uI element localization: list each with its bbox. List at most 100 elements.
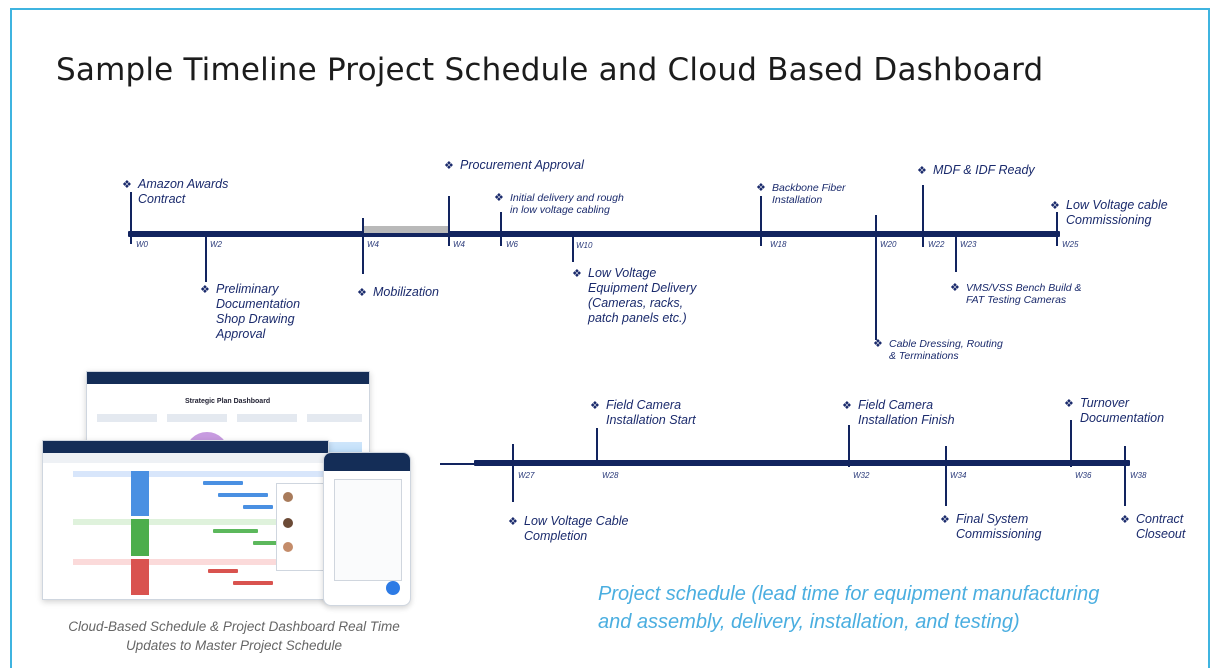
gantt-bar [233, 581, 273, 585]
tick [130, 192, 132, 244]
gantt-topbar [43, 441, 328, 453]
diamond-bullet-icon: ❖ [357, 287, 367, 299]
week-label: W23 [960, 240, 977, 249]
week-label: W6 [506, 240, 518, 249]
tick [1124, 446, 1126, 506]
diamond-bullet-icon: ❖ [1120, 514, 1130, 526]
week-label: W28 [602, 471, 619, 480]
tick [1070, 420, 1072, 467]
dashboard-widget [307, 414, 362, 422]
tick [922, 185, 924, 247]
milestone-initial-delivery: ❖Initial delivery and rough in low volta… [494, 192, 624, 216]
avatar [283, 542, 293, 552]
timeline-bottom-lead [440, 463, 474, 465]
week-label: W38 [1130, 471, 1147, 480]
week-label: W4 [453, 240, 465, 249]
milestone-lv-equipment-delivery: ❖Low Voltage Equipment Delivery (Cameras… [572, 266, 697, 325]
gantt-bar [213, 529, 258, 533]
mobilization-span [362, 226, 448, 233]
diamond-bullet-icon: ❖ [508, 516, 518, 528]
milestone-field-camera-start: ❖Field Camera Installation Start [590, 398, 696, 427]
tick [848, 425, 850, 467]
gantt-group-row [73, 559, 323, 565]
milestone-vms-bench-build: ❖VMS/VSS Bench Build & FAT Testing Camer… [950, 282, 1082, 306]
milestone-mdf-idf-ready: ❖MDF & IDF Ready [917, 163, 1035, 177]
week-label: W0 [136, 240, 148, 249]
gantt-group-row [73, 519, 323, 525]
milestone-backbone-fiber: ❖Backbone Fiber Installation [756, 182, 846, 206]
tick [760, 196, 762, 246]
diamond-bullet-icon: ❖ [756, 182, 766, 194]
milestone-amazon-awards: ❖Amazon Awards Contract [122, 177, 229, 206]
week-label: W10 [576, 241, 593, 250]
tick [448, 196, 450, 246]
milestone-procurement-approval: ❖Procurement Approval [444, 158, 584, 172]
tick [500, 212, 502, 246]
week-label: W2 [210, 240, 222, 249]
page-title: Sample Timeline Project Schedule and Clo… [56, 52, 1044, 88]
milestone-lv-cable-commissioning: ❖Low Voltage cable Commissioning [1050, 198, 1168, 227]
caption-schedule: Project schedule (lead time for equipmen… [598, 583, 1100, 633]
diamond-bullet-icon: ❖ [873, 338, 883, 350]
tick [1056, 212, 1058, 246]
slide-frame [10, 8, 1210, 668]
tick [875, 215, 877, 340]
tick [572, 232, 574, 262]
gantt-bar [218, 493, 268, 497]
gantt-bar [243, 505, 273, 509]
timeline-bottom-axis [474, 460, 1130, 466]
dashboard-topbar [87, 372, 369, 384]
dashboard-title: Strategic Plan Dashboard [185, 398, 271, 405]
timeline-top-axis [128, 231, 1060, 237]
diamond-bullet-icon: ❖ [572, 268, 582, 280]
team-panel-screenshot [276, 483, 330, 571]
diamond-bullet-icon: ❖ [842, 400, 852, 412]
diamond-bullet-icon: ❖ [590, 400, 600, 412]
tick [512, 444, 514, 502]
avatar [283, 492, 293, 502]
caption-dashboard: Cloud-Based Schedule & Project Dashboard… [68, 619, 400, 653]
diamond-bullet-icon: ❖ [122, 179, 132, 191]
milestone-mobilization: ❖Mobilization [357, 285, 440, 299]
week-label: W25 [1062, 240, 1079, 249]
tick [362, 218, 364, 274]
gantt-toolbar [43, 453, 328, 463]
gantt-group-row [73, 471, 323, 477]
diamond-bullet-icon: ❖ [917, 165, 927, 177]
milestone-lv-cable-completion: ❖Low Voltage Cable Completion [508, 514, 629, 543]
diamond-bullet-icon: ❖ [950, 282, 960, 294]
gantt-bar [253, 541, 293, 545]
tick [955, 232, 957, 272]
week-label: W27 [518, 471, 535, 480]
week-label: W34 [950, 471, 967, 480]
week-label: W22 [928, 240, 945, 249]
avatar [283, 518, 293, 528]
tick [205, 232, 207, 282]
status-column [131, 471, 149, 516]
diamond-bullet-icon: ❖ [940, 514, 950, 526]
mobile-form-card [334, 479, 402, 581]
mobile-screenshot [323, 452, 411, 606]
milestone-turnover-documentation: ❖Turnover Documentation [1064, 396, 1165, 425]
milestone-cable-dressing: ❖Cable Dressing, Routing & Terminations [873, 338, 1003, 362]
gantt-bar [208, 569, 238, 573]
gantt-bar [203, 481, 243, 485]
gantt-screenshot [42, 440, 329, 600]
dashboard-widget [97, 414, 157, 422]
week-label: W18 [770, 240, 787, 249]
week-label: W32 [853, 471, 870, 480]
diamond-bullet-icon: ❖ [1050, 200, 1060, 212]
week-label: W4 [367, 240, 379, 249]
milestone-contract-closeout: ❖Contract Closeout [1120, 512, 1186, 541]
diamond-bullet-icon: ❖ [444, 160, 454, 172]
tick [945, 446, 947, 506]
dashboard-widget [167, 414, 227, 422]
diamond-bullet-icon: ❖ [200, 284, 210, 296]
milestone-field-camera-finish: ❖Field Camera Installation Finish [842, 398, 955, 427]
milestone-final-system-commissioning: ❖Final System Commissioning [940, 512, 1042, 541]
milestone-preliminary-documentation: ❖Preliminary Documentation Shop Drawing … [200, 282, 301, 341]
dashboard-widget [237, 414, 297, 422]
status-column [131, 559, 149, 595]
mobile-add-button [386, 581, 400, 595]
mobile-topbar [324, 453, 410, 471]
